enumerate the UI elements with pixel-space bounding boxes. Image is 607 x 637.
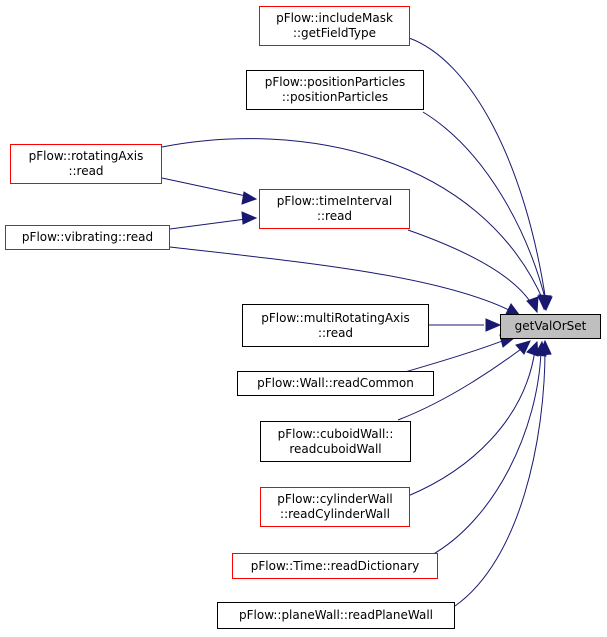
edge-arrowhead <box>537 295 551 311</box>
node-get-val-or-set-label: getValOrSet <box>514 319 587 333</box>
edge-includemask-to-getvalorset <box>408 37 547 303</box>
node-label-line2: ::read <box>316 209 353 223</box>
edge-planewall-to-getvalorset <box>454 349 546 607</box>
edge-wallreadcommon-to-getvalorset <box>397 337 511 375</box>
node-position-particles[interactable]: pFlow::positionParticles ::positionParti… <box>246 70 424 110</box>
node-get-val-or-set[interactable]: getValOrSet <box>500 314 601 339</box>
node-label-line2: ::read <box>68 164 104 178</box>
edge-vibrating-to-getvalorset <box>169 246 514 313</box>
node-plane-wall-read[interactable]: pFlow::planeWall::readPlaneWall <box>217 602 455 629</box>
node-label-line1: pFlow::Time::readDictionary <box>250 558 420 573</box>
edge-cylinderwall-to-getvalorset <box>407 349 536 497</box>
node-label-line1: pFlow::cylinderWall <box>277 492 393 506</box>
node-wall-read-common[interactable]: pFlow::Wall::readCommon <box>237 371 434 396</box>
edge-arrowhead <box>538 339 552 356</box>
edge-arrowhead <box>241 191 258 205</box>
node-vibrating-read[interactable]: pFlow::vibrating::read <box>5 225 170 250</box>
edge-arrowhead <box>241 211 258 225</box>
node-label-line2: ::read <box>317 325 354 340</box>
edge-rotatingaxis-to-getvalorset <box>161 138 545 303</box>
edge-vibrating-to-timeinterval <box>169 218 247 230</box>
edge-rotatingaxis-to-timeinterval <box>161 177 247 197</box>
edge-arrowhead <box>515 340 531 355</box>
node-label-line1: pFlow::Wall::readCommon <box>257 376 414 390</box>
edge-cuboidwall-to-getvalorset <box>397 345 526 421</box>
edge-timeinterval-to-getvalorset <box>407 229 534 307</box>
node-label-line2: readcuboidWall <box>289 441 382 456</box>
node-multi-rotating-axis-read[interactable]: pFlow::multiRotatingAxis ::read <box>242 304 429 347</box>
edge-positionparticles-to-getvalorset <box>422 111 547 303</box>
node-time-interval-read[interactable]: pFlow::timeInterval ::read <box>259 189 410 229</box>
node-label-line1: pFlow::vibrating::read <box>21 230 154 244</box>
node-time-read-dictionary[interactable]: pFlow::Time::readDictionary <box>232 553 438 579</box>
node-label-line1: pFlow::includeMask <box>276 11 393 25</box>
node-label-line2: ::positionParticles <box>281 90 389 104</box>
node-label-line1: pFlow::rotatingAxis <box>28 149 144 163</box>
edge-arrowhead <box>526 340 539 357</box>
node-cylinder-wall-read[interactable]: pFlow::cylinderWall ::readCylinderWall <box>260 487 410 527</box>
node-label-line1: pFlow::timeInterval <box>276 194 393 208</box>
node-label-line2: ::getFieldType <box>292 26 377 40</box>
node-include-mask-get-field-type[interactable]: pFlow::includeMask ::getFieldType <box>259 6 410 46</box>
edge-arrowhead <box>526 296 539 314</box>
node-label-line2: ::readCylinderWall <box>280 507 390 521</box>
node-label-line1: pFlow::cuboidWall:: <box>277 426 394 441</box>
node-label-line1: pFlow::planeWall::readPlaneWall <box>239 608 433 622</box>
node-label-line1: pFlow::multiRotatingAxis <box>261 310 410 325</box>
edge-timereaddictionary-to-getvalorset <box>429 350 542 557</box>
node-rotating-axis-read[interactable]: pFlow::rotatingAxis ::read <box>10 144 162 184</box>
node-label-line1: pFlow::positionParticles <box>264 75 406 89</box>
node-cuboid-wall-read[interactable]: pFlow::cuboidWall:: readcuboidWall <box>260 421 411 462</box>
edge-arrowhead <box>485 318 502 332</box>
